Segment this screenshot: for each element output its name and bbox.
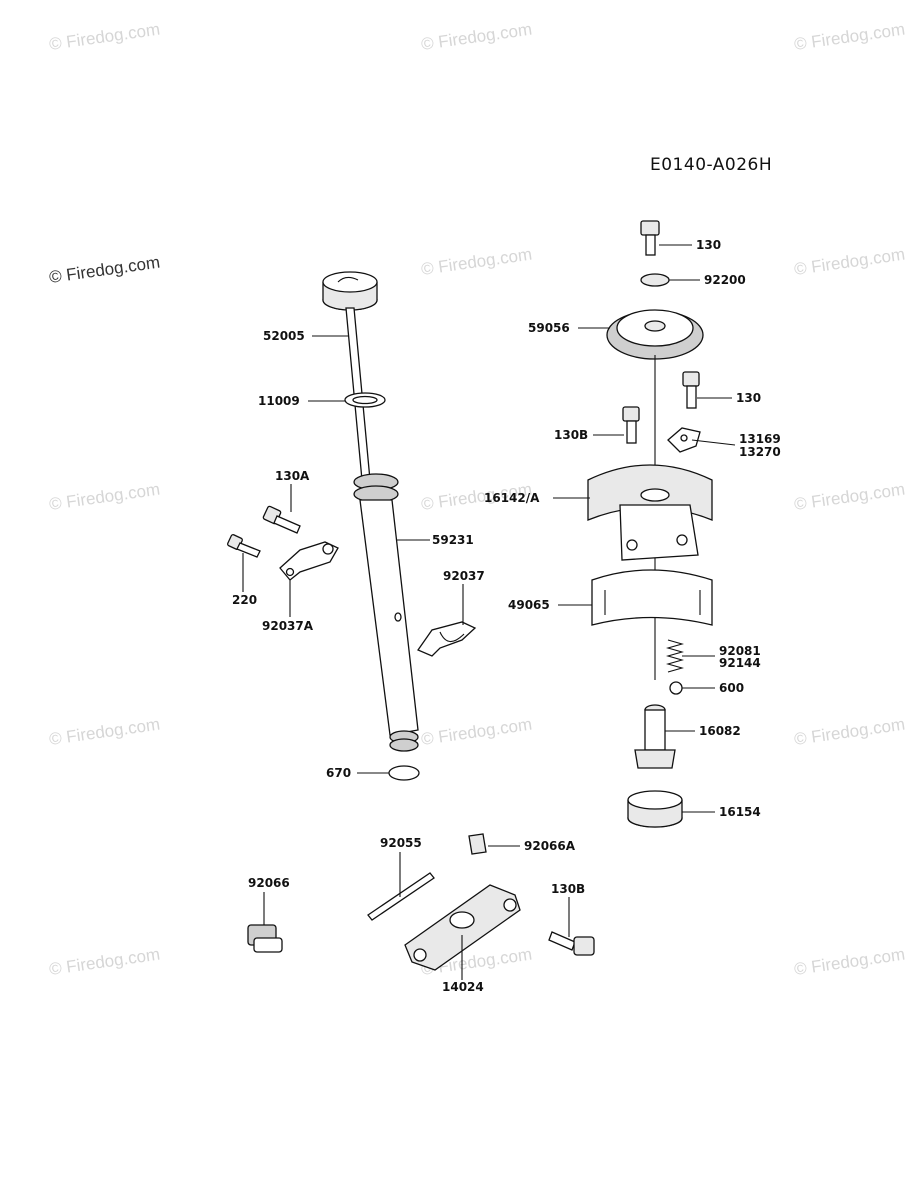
- label-92037A: 92037A: [262, 619, 314, 633]
- bolt-130B-mid: [622, 406, 640, 444]
- bracket-92037A: [279, 541, 339, 581]
- label-130B-mid: 130B: [554, 428, 588, 442]
- plate-13169: [667, 427, 701, 453]
- label-600: 600: [719, 681, 744, 695]
- label-92081: 92081: [719, 644, 761, 658]
- label-49065: 49065: [508, 598, 550, 612]
- spring-92081: [665, 639, 685, 673]
- screw-92066A: [468, 833, 487, 855]
- label-13169: 13169: [739, 432, 781, 446]
- ball-600: [669, 681, 683, 695]
- oring-11009: [344, 392, 386, 408]
- watermark: © Firedog.com: [420, 715, 533, 749]
- label-14024: 14024: [442, 980, 484, 994]
- bolt-130A: [262, 505, 301, 534]
- watermark: © Firedog.com: [793, 20, 906, 54]
- label-130A: 130A: [275, 469, 310, 483]
- part-labels: 52005 11009 130A 220 92037A 59231 92037 …: [232, 238, 781, 994]
- plug-92066: [247, 924, 283, 953]
- watermark: © Firedog.com: [48, 715, 161, 749]
- oring-670: [388, 765, 420, 781]
- bolt-130-top: [640, 220, 660, 256]
- watermark: © Firedog.com: [793, 945, 906, 979]
- label-92066A: 92066A: [524, 839, 576, 853]
- label-130-top: 130: [696, 238, 721, 252]
- oring-92055: [367, 872, 435, 921]
- shaft-16082: [634, 704, 676, 769]
- bolt-130-mid: [682, 371, 700, 409]
- label-16142A: 16142/A: [484, 491, 540, 505]
- lever-14024: [404, 884, 521, 971]
- label-92037: 92037: [443, 569, 485, 583]
- diagram-code: E0140-A026H: [650, 155, 772, 175]
- label-11009: 11009: [258, 394, 300, 408]
- label-52005: 52005: [263, 329, 305, 343]
- label-59056: 59056: [528, 321, 570, 335]
- watermark: © Firedog.com: [48, 945, 161, 979]
- label-130-mid: 130: [736, 391, 761, 405]
- clamp-92037: [417, 621, 477, 657]
- label-16154: 16154: [719, 805, 761, 819]
- label-92066: 92066: [248, 876, 290, 890]
- label-92200: 92200: [704, 273, 746, 287]
- leader-lines: [242, 244, 736, 980]
- label-130B-lower: 130B: [551, 882, 585, 896]
- watermark: © Firedog.com: [48, 480, 161, 514]
- gear-59056: [606, 309, 704, 680]
- rotor-16154: [627, 790, 683, 828]
- label-92144: 92144: [719, 656, 761, 670]
- dipstick-tube-59231: [353, 473, 419, 752]
- screen-49065: [591, 569, 713, 626]
- washer-92200: [640, 273, 670, 287]
- watermark: © Firedog.com: [793, 480, 906, 514]
- label-16082: 16082: [699, 724, 741, 738]
- label-670: 670: [326, 766, 351, 780]
- watermark: © Firedog.com: [420, 20, 533, 54]
- watermark-main: © Firedog.com: [48, 253, 161, 287]
- watermark: © Firedog.com: [793, 245, 906, 279]
- bolt-130B-lower: [548, 931, 595, 956]
- dipstick-cap-52005: [322, 271, 378, 481]
- watermark: © Firedog.com: [420, 245, 533, 279]
- watermark: © Firedog.com: [793, 715, 906, 749]
- label-220: 220: [232, 593, 257, 607]
- label-92055: 92055: [380, 836, 422, 850]
- watermark: © Firedog.com: [48, 20, 161, 54]
- label-59231: 59231: [432, 533, 474, 547]
- housing-16142A: [587, 464, 713, 561]
- label-13270: 13270: [739, 445, 781, 459]
- bolt-220: [227, 534, 261, 558]
